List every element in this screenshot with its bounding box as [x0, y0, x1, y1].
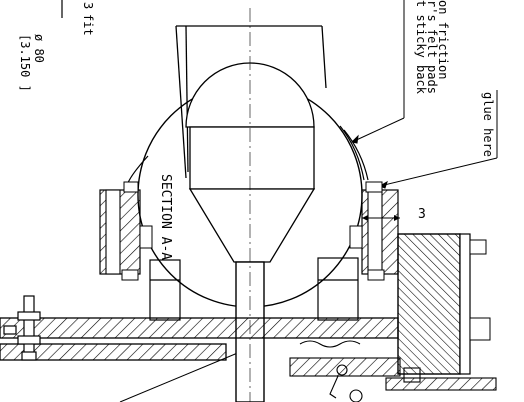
gap-dimension: 3 — [362, 207, 426, 222]
note-line-1: t sticky back — [414, 0, 428, 95]
right-clamp — [349, 181, 399, 281]
nozzle — [188, 126, 316, 263]
left-bolt — [3, 295, 41, 361]
dimension-value: 3 — [418, 207, 426, 222]
dim-mm: ø 80 — [32, 34, 46, 63]
section-title: SECTION A-A — [158, 174, 173, 260]
dim-fit-label: fit — [81, 14, 95, 36]
dome-cap — [185, 62, 315, 128]
motor-block — [397, 233, 491, 375]
note-text: t sticky back r's felt pads on friction — [403, 0, 450, 118]
base-plate — [0, 317, 497, 391]
dim-inch: [3.150 ] — [18, 34, 32, 92]
note-line-2: r's felt pads — [425, 0, 439, 94]
glue-label-text: glue here — [481, 92, 495, 157]
fit-dimension: 3 fit — [61, 0, 95, 36]
note-line-3: on friction — [436, 0, 450, 79]
left-clamp — [99, 181, 153, 281]
hopper — [175, 25, 327, 179]
dim-fit-top: 3 — [81, 2, 95, 9]
diameter-dimension: [3.150 ] ø 80 — [18, 34, 46, 92]
glue-label: glue here — [481, 90, 498, 158]
spring-latch — [299, 340, 421, 402]
